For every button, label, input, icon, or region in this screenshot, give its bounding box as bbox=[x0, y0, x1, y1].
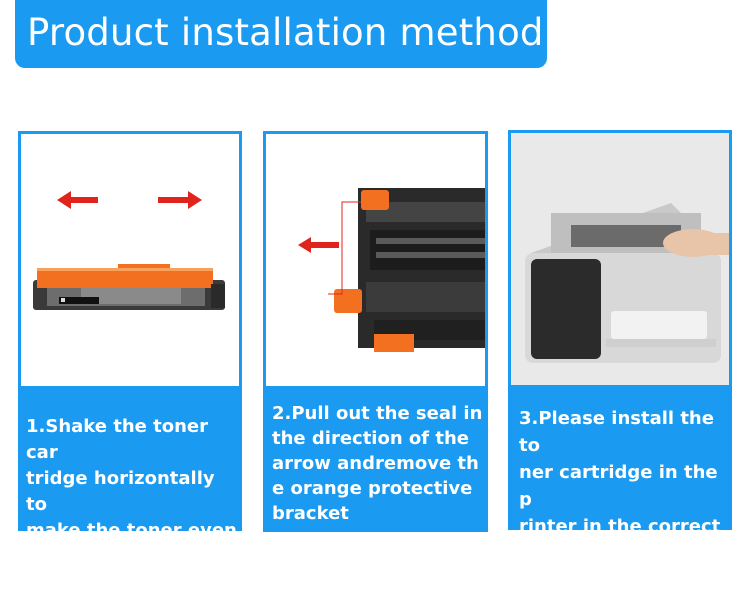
left-arrow-icon bbox=[298, 237, 339, 253]
left-arrow-icon bbox=[57, 191, 98, 209]
step-1-caption: 1.Shake the toner car tridge horizontall… bbox=[26, 416, 237, 541]
printer-image bbox=[525, 203, 729, 363]
cartridge-closeup-image bbox=[334, 188, 485, 352]
step-3-illustration bbox=[511, 133, 729, 385]
pointer-lines bbox=[328, 201, 361, 295]
right-arrow-icon bbox=[158, 191, 202, 209]
step-3-caption-panel: 3.Please install the to ner cartridge in… bbox=[511, 385, 729, 564]
step-2-caption-panel: 2.Pull out the seal in the direction of … bbox=[266, 386, 485, 529]
step-card-2: 2.Pull out the seal in the direction of … bbox=[263, 131, 488, 532]
page-title: Product installation method bbox=[27, 11, 544, 54]
step-3-caption: 3.Please install the to ner cartridge in… bbox=[519, 408, 721, 564]
step-card-3: 3.Please install the to ner cartridge in… bbox=[508, 130, 732, 564]
step-2-illustration bbox=[266, 134, 485, 386]
step-1-caption-panel: 1.Shake the toner car tridge horizontall… bbox=[21, 386, 239, 541]
toner-cartridge-image bbox=[33, 264, 225, 310]
title-banner: Product installation method bbox=[15, 0, 547, 68]
step-2-caption: 2.Pull out the seal in the direction of … bbox=[272, 403, 483, 524]
step-1-illustration bbox=[21, 134, 239, 386]
step-card-1: 1.Shake the toner car tridge horizontall… bbox=[18, 131, 242, 541]
